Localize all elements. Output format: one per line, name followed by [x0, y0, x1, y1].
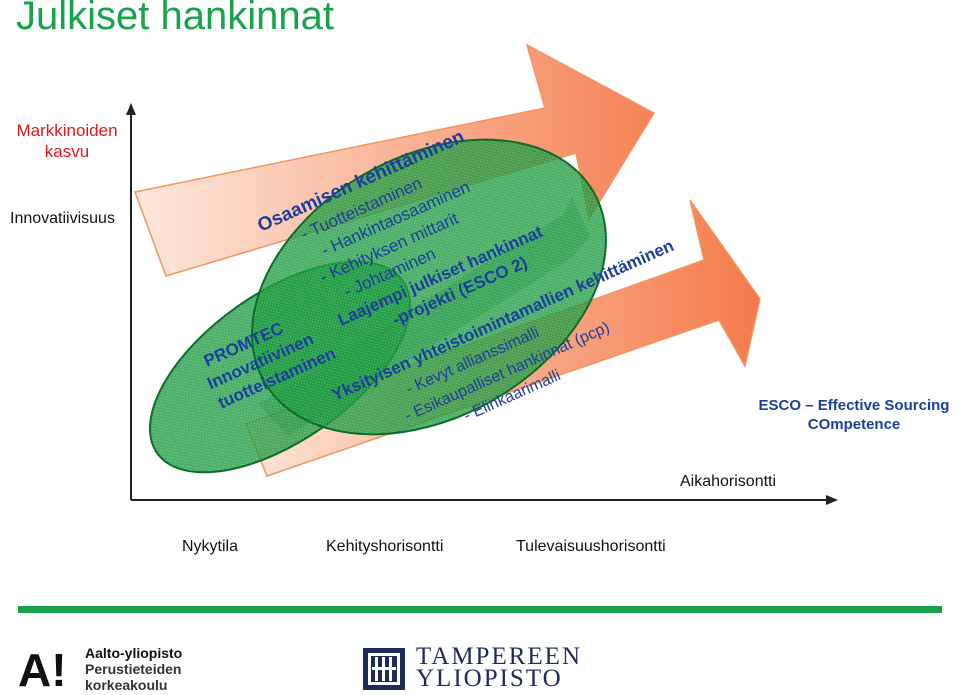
x-tick-tulevaisuushorisontti: Tulevaisuushorisontti [516, 538, 666, 555]
footer-divider [18, 606, 942, 613]
tampere-line-2: YLIOPISTO [416, 665, 563, 692]
x-axis-label: Aikahorisontti [680, 473, 777, 490]
x-tick-nykytila: Nykytila [182, 538, 239, 555]
ellipse-esco2 [251, 138, 607, 436]
x-axis-arrowhead [826, 495, 838, 505]
aalto-wordmark: Aalto-yliopisto Perustieteiden korkeakou… [85, 645, 182, 693]
aalto-line-1: Aalto-yliopisto [85, 645, 183, 661]
aalto-line-3: korkeakoulu [85, 677, 168, 693]
tampere-line-1: TAMPEREEN [416, 643, 582, 670]
y-axis-label-growth: Markkinoiden kasvu [16, 121, 118, 161]
y-axis-arrowhead [126, 103, 136, 115]
aalto-mark: A! [18, 645, 67, 689]
roadmap-diagram: Osaamisen kehittäminen - Tuotteistaminen… [126, 43, 838, 505]
tampere-wordmark: TAMPEREEN YLIOPISTO [416, 643, 582, 692]
tampere-emblem-icon [363, 648, 405, 690]
page-title: Julkiset hankinnat [16, 0, 334, 38]
aalto-logo: A! [18, 645, 67, 689]
y-axis-label-innovation: Innovatiivisuus [10, 210, 115, 227]
esco-definition: ESCO – Effective Sourcing COmpetence [758, 397, 950, 433]
x-tick-kehityshorisontti: Kehityshorisontti [326, 538, 444, 555]
aalto-line-2: Perustieteiden [85, 661, 182, 677]
